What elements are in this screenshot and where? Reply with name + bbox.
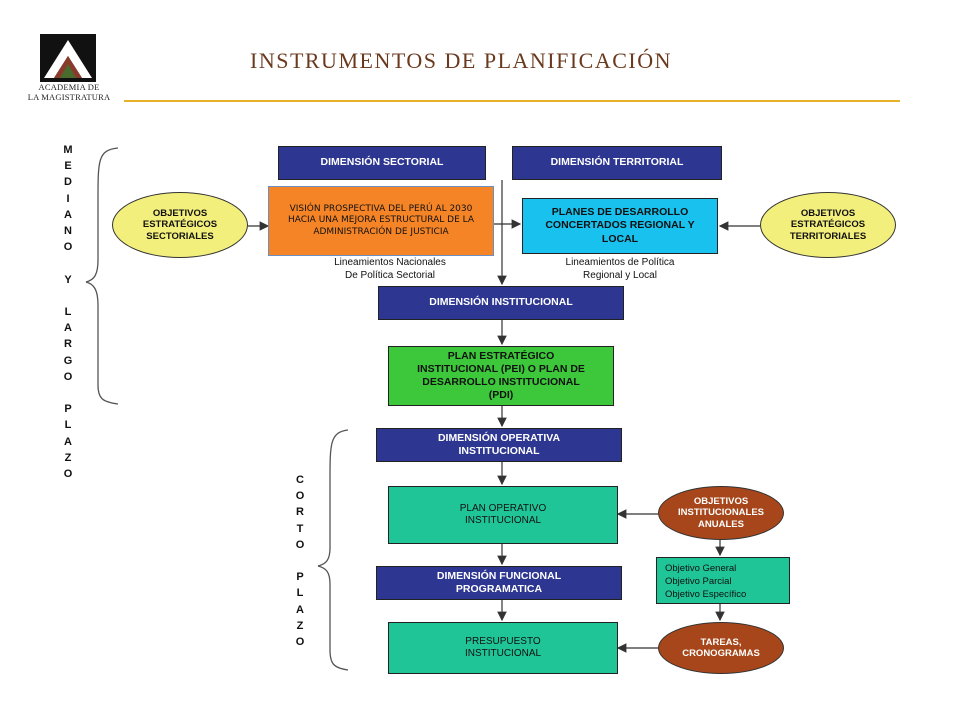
long-term-letter: A (64, 435, 72, 448)
short-term-letter: L (296, 587, 304, 600)
plan-estrategico-box: PLAN ESTRATÉGICO INSTITUCIONAL (PEI) O P… (388, 346, 614, 406)
long-term-letter: D (64, 176, 72, 189)
long-term-letter: G (63, 354, 73, 367)
long-term-letter: Y (64, 273, 72, 286)
dimension-funcional-box: DIMENSIÓN FUNCIONAL PROGRAMATICA (376, 566, 622, 600)
short-term-letter: P (296, 571, 304, 584)
objetivos-anuales-ellipse: OBJETIVOS INSTITUCIONALES ANUALES (658, 486, 784, 540)
long-term-letter: O (63, 241, 73, 254)
plan-operativo-box: PLAN OPERATIVO INSTITUCIONAL (388, 486, 618, 544)
short-term-letter: Z (296, 619, 304, 632)
long-term-letter: A (64, 322, 72, 335)
short-term-letter: O (295, 538, 305, 551)
dimension-territorial-box: DIMENSIÓN TERRITORIAL (512, 146, 722, 180)
long-term-letter: L (64, 419, 72, 432)
short-term-letter: O (295, 490, 305, 503)
long-term-letter: Z (64, 451, 72, 464)
long-term-letter: O (63, 468, 73, 481)
lineamientos-sectorial-caption: Lineamientos Nacionales De Política Sect… (334, 257, 446, 281)
long-term-letter: P (64, 403, 72, 416)
title-rule (124, 100, 900, 102)
short-term-letter: O (295, 636, 305, 649)
long-term-letter: E (64, 160, 72, 173)
lineamientos-regional-caption: Lineamientos de Política Regional y Loca… (565, 257, 675, 281)
long-term-letter: A (64, 208, 72, 221)
objetivo-especifico-item: Objetivo Específico (665, 589, 747, 600)
objetivos-territoriales-ellipse: OBJETIVOS ESTRATÉGICOS TERRITORIALES (760, 192, 896, 258)
objetivos-sectoriales-ellipse: OBJETIVOS ESTRATÉGICOS SECTORIALES (112, 192, 248, 258)
long-term-letter (58, 385, 78, 401)
academia-logo (40, 34, 96, 82)
short-term-letter: A (296, 603, 304, 616)
short-term-letter (290, 553, 310, 569)
dimension-sectorial-box: DIMENSIÓN SECTORIAL (278, 146, 486, 180)
objetivos-list-box: Objetivo General Objetivo Parcial Objeti… (656, 557, 790, 604)
long-term-letter: L (64, 306, 72, 319)
objetivo-parcial-item: Objetivo Parcial (665, 576, 732, 587)
long-term-letter: I (66, 192, 70, 205)
long-term-letter: N (64, 225, 72, 238)
long-term-letter (58, 288, 78, 304)
planes-desarrollo-box: PLANES DE DESARROLLO CONCERTADOS REGIONA… (522, 198, 718, 254)
long-term-letter: R (64, 338, 72, 351)
long-term-letter: M (63, 144, 73, 156)
dimension-institucional-box: DIMENSIÓN INSTITUCIONAL (378, 286, 624, 320)
dimension-operativa-box: DIMENSIÓN OPERATIVA INSTITUCIONAL (376, 428, 622, 462)
tareas-ellipse: TAREAS, CRONOGRAMAS (658, 622, 784, 674)
short-term-letter: T (296, 522, 304, 535)
objetivo-general-item: Objetivo General (665, 563, 737, 574)
vision-prospectiva-box: VISIÓN PROSPECTIVA DEL PERÚ AL 2030 HACI… (268, 186, 494, 256)
logo-text: ACADEMIA DE LA MAGISTRATURA (27, 82, 111, 102)
page-title: INSTRUMENTOS DE PLANIFICACIÓN (250, 48, 673, 73)
short-term-letter: C (296, 474, 304, 486)
presupuesto-box: PRESUPUESTO INSTITUCIONAL (388, 622, 618, 674)
short-term-letter: R (296, 506, 304, 519)
long-term-letter: O (63, 370, 73, 383)
long-term-letter (58, 255, 78, 271)
